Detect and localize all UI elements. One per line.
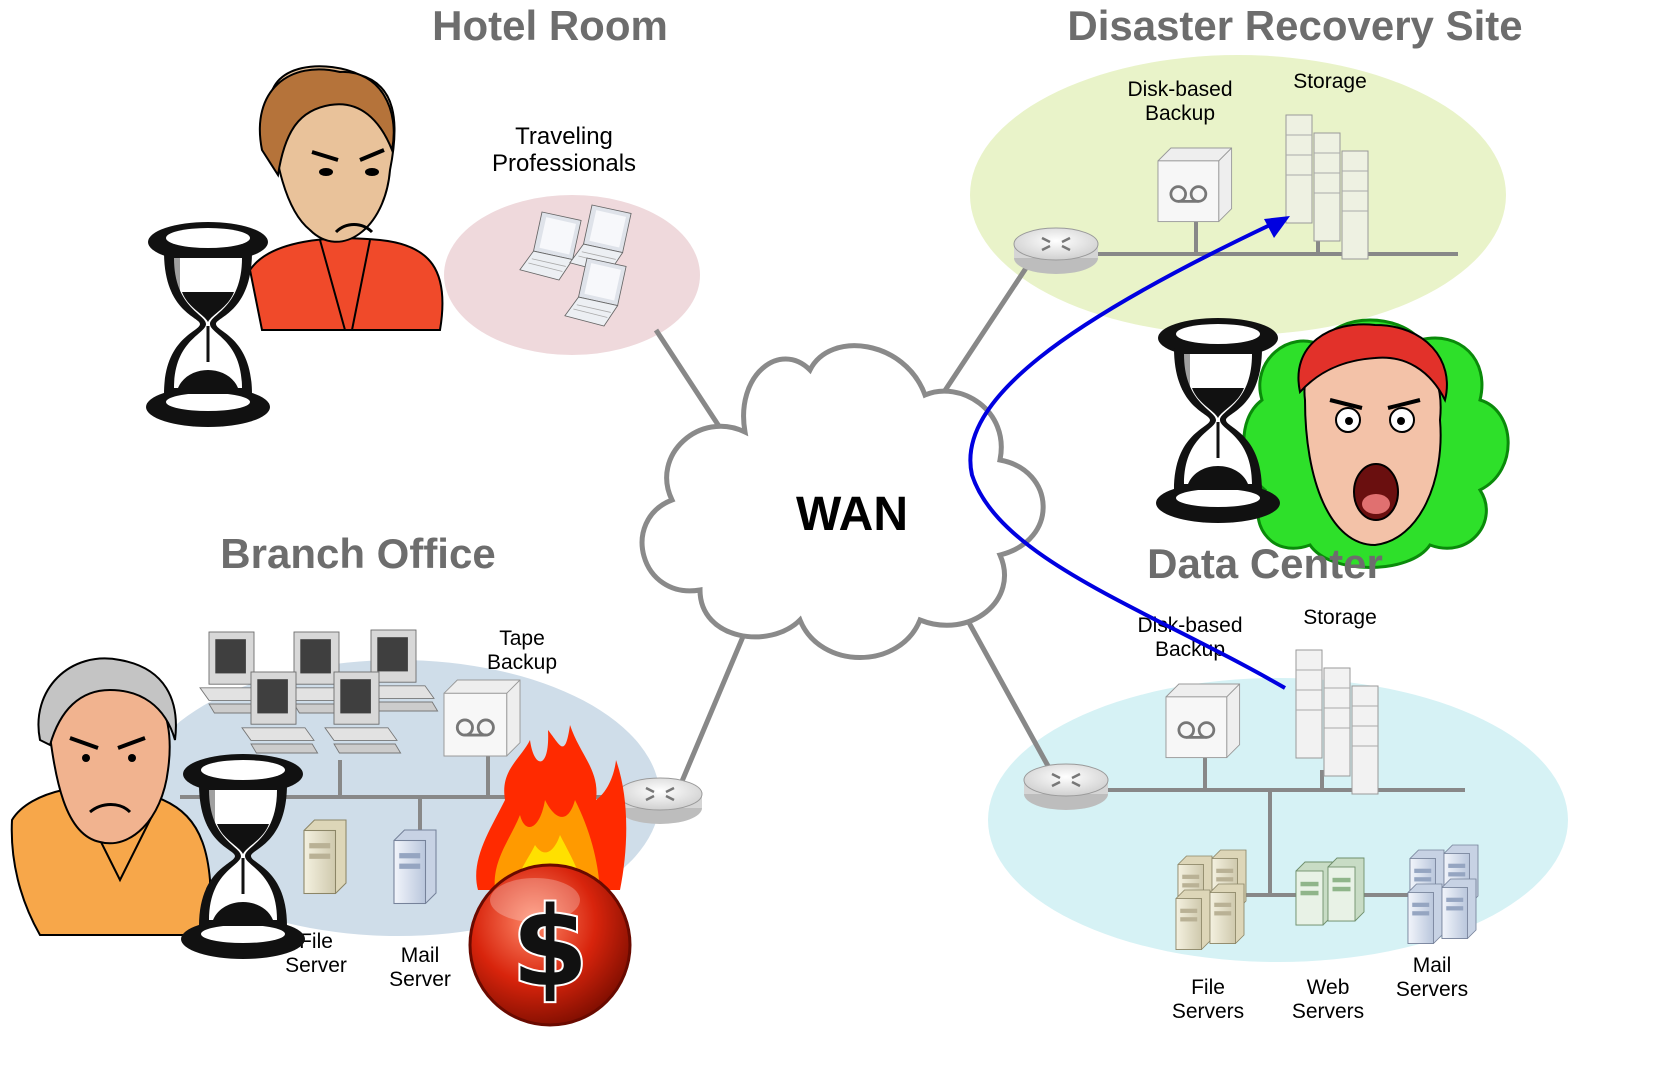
dr-disk-backup-line1: Disk-based	[1127, 78, 1232, 101]
file-servers-line1: File	[1191, 976, 1225, 999]
mail-server-icon	[393, 829, 437, 905]
mail-servers-icon	[1407, 844, 1479, 944]
dr-storage-icon	[1285, 114, 1369, 260]
branch-tape-backup-icon	[442, 678, 522, 758]
dollar-coin-icon: $	[468, 863, 632, 1027]
traveling-label-line1: Traveling	[515, 123, 613, 150]
mail-servers-line1: Mail	[1413, 954, 1452, 977]
file-server-line1: File	[299, 930, 333, 953]
branch-title: Branch Office	[220, 530, 495, 577]
screaming-man-illustration	[1242, 318, 1510, 569]
wan-links	[653, 260, 1051, 787]
web-servers-icon	[1295, 857, 1365, 926]
dc-storage-icon	[1295, 649, 1379, 795]
dc-router-icon	[1022, 762, 1110, 812]
branch-router-icon	[616, 776, 704, 826]
mail-servers-line2: Servers	[1396, 978, 1468, 1001]
hotel-title: Hotel Room	[432, 2, 668, 49]
dc-storage-label: Storage	[1303, 606, 1377, 629]
dr-router-icon	[1012, 226, 1100, 276]
dr-zone	[970, 55, 1506, 335]
dc-lan	[1070, 758, 1465, 897]
file-servers-line2: Servers	[1172, 1000, 1244, 1023]
dr-storage-label: Storage	[1293, 70, 1367, 93]
dc-disk-backup-line1: Disk-based	[1137, 614, 1242, 637]
file-server-line2: Server	[285, 954, 347, 977]
hotel-zone	[444, 195, 700, 355]
mail-server-line2: Server	[389, 968, 451, 991]
tape-backup-line2: Backup	[487, 651, 557, 674]
web-servers-line1: Web	[1307, 976, 1350, 999]
frustrated-woman-illustration	[248, 65, 444, 331]
file-servers-icon	[1175, 849, 1247, 950]
tape-backup-line1: Tape	[499, 627, 545, 650]
dr-title: Disaster Recovery Site	[1067, 2, 1522, 49]
wan-cloud: WAN	[639, 343, 1046, 660]
dc-disk-backup-line2: Backup	[1155, 638, 1225, 661]
dr-disk-backup-line2: Backup	[1145, 102, 1215, 125]
dc-tape-backup-icon	[1164, 682, 1241, 759]
dollar-symbol: $	[512, 883, 589, 1011]
wan-label: WAN	[796, 488, 908, 541]
file-server-icon	[303, 819, 347, 895]
mail-server-line1: Mail	[401, 944, 440, 967]
dc-zone	[988, 678, 1568, 962]
grumpy-old-man-illustration	[10, 657, 211, 936]
replication-arrow	[968, 216, 1290, 690]
traveling-label-line2: Professionals	[492, 150, 636, 177]
dc-title: Data Center	[1147, 540, 1383, 587]
dr-tape-backup-icon	[1156, 146, 1233, 223]
web-servers-line2: Servers	[1292, 1000, 1364, 1023]
hourglass-icon	[144, 220, 272, 429]
